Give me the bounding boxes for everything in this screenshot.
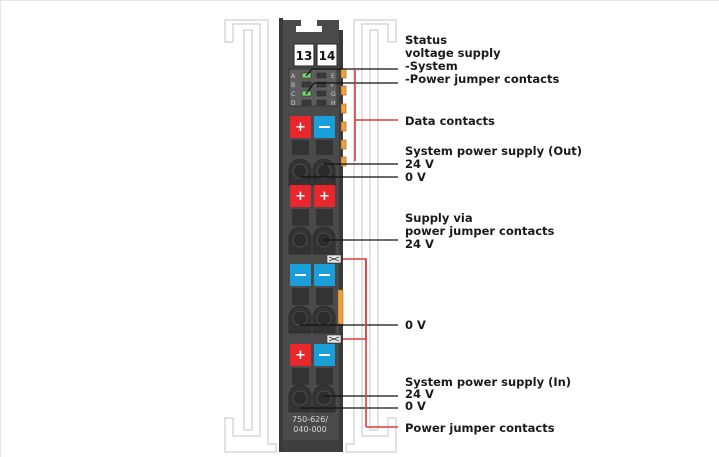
svg-text:+: + [295, 120, 306, 135]
jumper-marker-1 [326, 254, 342, 264]
terminal-number-tags: 13 14 [293, 43, 338, 67]
data-contacts-bracket [354, 70, 398, 161]
svg-text:+: + [319, 189, 330, 204]
svg-text:+: + [295, 189, 306, 204]
led-letter-a: A [291, 73, 296, 80]
label-system-power-in: System power supply (In) 24 V 0 V [405, 375, 575, 413]
terminal-section-4: + [288, 344, 336, 413]
din-rail-left [224, 19, 277, 453]
data-contact-tabs [340, 68, 347, 167]
part-number-line-2: 040-000 [293, 425, 326, 434]
label-status: Status voltage supply -System -Power jum… [405, 33, 559, 86]
part-number-line-1: 750-626/ [292, 415, 328, 424]
svg-text:+: + [295, 348, 306, 363]
led-status-block: A B C D E F G H [288, 68, 338, 107]
power-jumper-bracket [343, 258, 398, 428]
jumper-marker-2 [326, 334, 342, 344]
label-system-power-out: System power supply (Out) 24 V 0 V [405, 144, 586, 184]
led-letter-f: F [331, 82, 335, 89]
din-rail-right [345, 19, 397, 453]
label-zero-v: 0 V [405, 318, 426, 332]
led-letter-d: D [291, 100, 296, 107]
led-letter-e: E [331, 73, 335, 80]
led-letter-g: G [331, 91, 336, 98]
leader-lines [300, 68, 398, 409]
label-power-jumper-contacts: Power jumper contacts [405, 421, 555, 435]
terminal-section-1: + [288, 116, 336, 187]
terminal-number-13: 13 [296, 49, 313, 63]
terminal-section-3 [288, 264, 344, 334]
label-supply-via-jumper: Supply via power jumper contacts 24 V [405, 211, 558, 251]
label-data-contacts: Data contacts [405, 114, 495, 128]
led-letter-c: C [291, 91, 295, 98]
power-jumper-bar [337, 289, 344, 325]
led-letter-h: H [331, 100, 336, 107]
terminal-number-14: 14 [319, 49, 336, 63]
led-letter-b: B [291, 82, 295, 89]
